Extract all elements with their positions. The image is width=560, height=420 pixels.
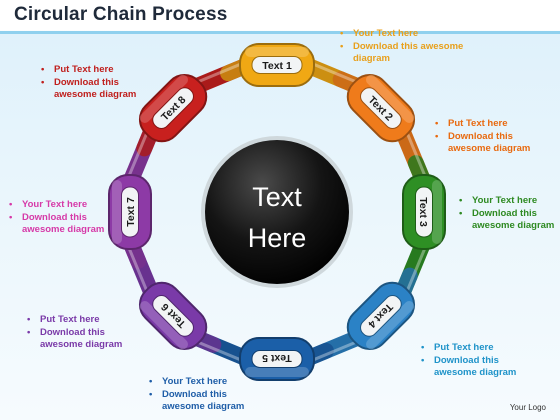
chain-link-hole [152,295,194,337]
note-7-item-2: Download this awesome diagram [6,212,106,237]
connector-link-highlight [403,241,429,298]
chain-link-5-label: Text 5 [262,352,292,364]
chain-link-8: Text 8 [138,73,208,143]
note-3-item-1: Your Text here [456,195,556,208]
chain-link-hole [121,186,139,238]
chain-link-7: Text 7 [108,174,152,250]
center-text-line2: Here [248,223,307,253]
note-1: Your Text here Download this awesome dia… [337,28,467,66]
chain-link-1-label: Text 1 [262,60,292,72]
chain-link-highlight [139,301,188,350]
note-2-item-2: Download this awesome diagram [432,131,550,156]
note-1-item-1: Your Text here [337,28,467,41]
chain-link-highlight [245,367,309,377]
chain-link-highlight [366,74,415,123]
center-circle: Text Here [201,136,353,288]
chain-link-hole [251,56,303,74]
note-4-item-1: Put Text here [418,342,538,355]
chain-link-4: Text 4 [346,281,416,351]
connector-link-highlight [125,126,151,183]
chain-link-highlight [112,180,122,244]
note-7-item-1: Your Text here [6,199,106,212]
chain-link-hole [360,87,402,129]
title-rule [0,31,560,34]
chain-link-3: Text 3 [402,174,446,250]
chain-link-highlight [139,74,188,123]
note-4-item-2: Download this awesome diagram [418,355,538,380]
note-6-item-2: Download this awesome diagram [24,327,146,352]
slide-title: Circular Chain Process [14,4,228,25]
note-5-item-2: Download this awesome diagram [146,389,266,414]
chain-link-7-label: Text 7 [125,197,137,227]
note-6-item-1: Put Text here [24,314,146,327]
note-8: Put Text here Download this awesome diag… [38,64,156,102]
note-8-item-2: Download this awesome diagram [38,77,156,102]
connector-link-highlight [306,338,363,364]
note-1-item-2: Download this awesome diagram [337,41,467,66]
note-8-item-1: Put Text here [38,64,156,77]
chain-link-5: Text 5 [239,337,315,381]
note-3: Your Text here Download this awesome dia… [456,195,556,233]
chain-link-hole [251,350,303,368]
note-2: Put Text here Download this awesome diag… [432,118,550,156]
note-5: Your Text here Download this awesome dia… [146,376,266,414]
connector-link-highlight [191,60,248,86]
connector-link-highlight [306,60,363,86]
chain-link-hole [152,87,194,129]
note-2-item-1: Put Text here [432,118,550,131]
note-4: Put Text here Download this awesome diag… [418,342,538,380]
center-text-line1: Text [252,182,302,212]
chain-link-highlight [366,301,415,350]
note-6: Put Text here Download this awesome diag… [24,314,146,352]
connector-link-highlight [403,126,429,183]
chain-link-highlight [432,180,442,244]
center-circle-disc [205,140,349,284]
connector-link-highlight [125,241,151,298]
logo-placeholder: Your Logo [509,403,546,412]
connector-link-highlight [191,338,248,364]
chain-link-2: Text 2 [346,73,416,143]
note-7: Your Text here Download this awesome dia… [6,199,106,237]
chain-link-highlight [245,47,309,57]
note-3-item-2: Download this awesome diagram [456,208,556,233]
chain-link-hole [360,295,402,337]
note-5-item-1: Your Text here [146,376,266,389]
chain-link-3-label: Text 3 [417,197,429,227]
chain-link-1: Text 1 [239,43,315,87]
chain-link-hole [415,186,433,238]
chain-link-6: Text 6 [138,281,208,351]
